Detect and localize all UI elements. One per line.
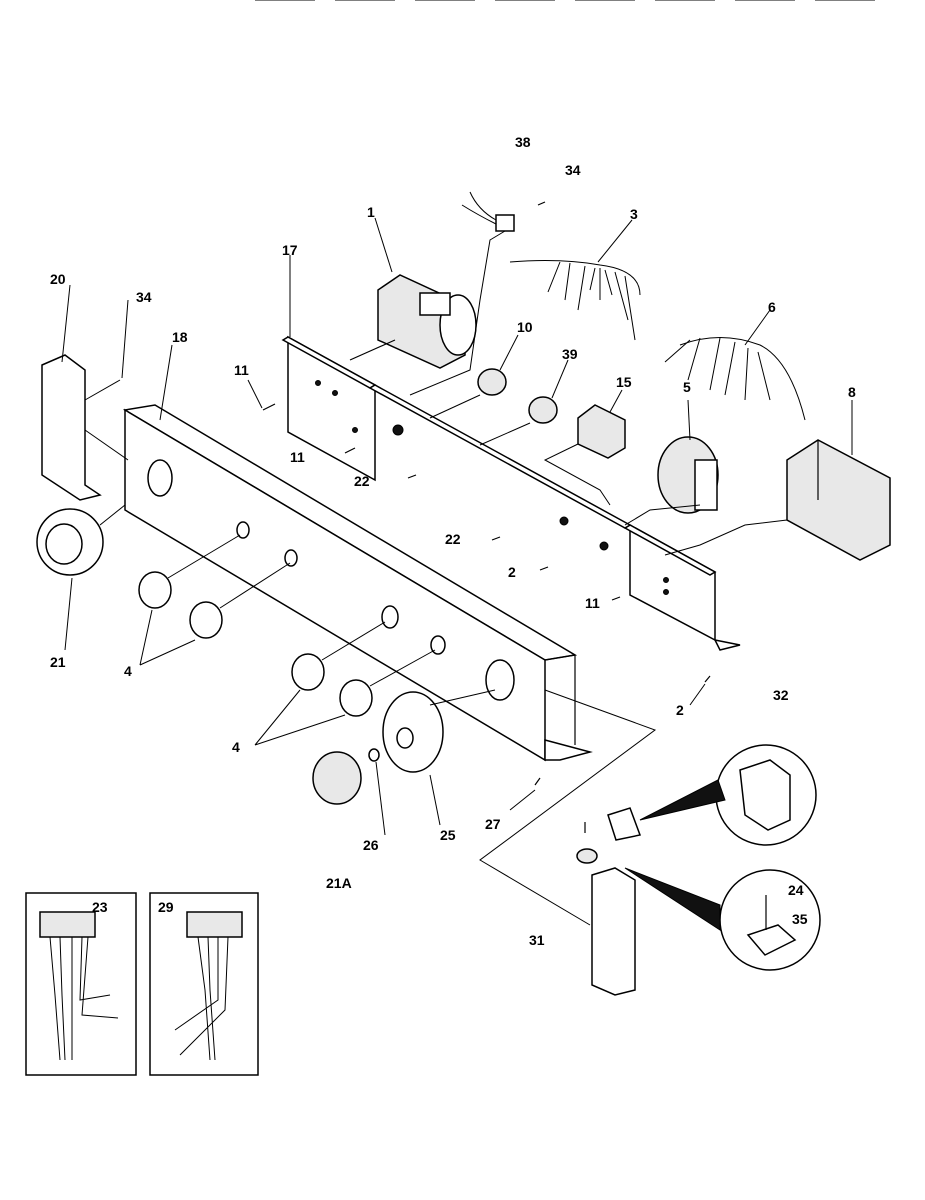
label-10: 10 — [517, 319, 533, 335]
knobs-4 — [138, 534, 436, 746]
label-4-b: 4 — [232, 739, 240, 755]
label-15: 15 — [616, 374, 632, 390]
label-34: 34 — [565, 162, 581, 178]
part-10 — [477, 368, 507, 396]
label-34-left: 34 — [136, 289, 152, 305]
end-bracket — [623, 523, 741, 651]
label-18: 18 — [172, 329, 188, 345]
label-2-b: 2 — [676, 702, 684, 718]
label-32: 32 — [773, 687, 789, 703]
timer-part — [349, 274, 477, 369]
label-29: 29 — [158, 899, 174, 915]
part-15 — [543, 404, 626, 506]
label-21: 21 — [50, 654, 66, 670]
label-2: 2 — [508, 564, 516, 580]
label-31: 31 — [529, 932, 545, 948]
bracket-20 — [41, 354, 129, 501]
label-38: 38 — [515, 134, 531, 150]
control-panel — [122, 404, 593, 762]
label-8: 8 — [848, 384, 856, 400]
screws — [61, 217, 853, 811]
knob-21 — [36, 504, 126, 576]
knob-25 — [312, 689, 496, 836]
label-26: 26 — [363, 837, 379, 853]
label-11: 11 — [234, 362, 249, 378]
detail-callouts — [479, 689, 821, 996]
label-3: 3 — [630, 206, 638, 222]
switch-38 — [409, 191, 546, 396]
part-8 — [664, 439, 891, 561]
label-25: 25 — [440, 827, 456, 843]
label-35: 35 — [792, 911, 808, 927]
label-11-c: 11 — [585, 595, 600, 611]
label-21A: 21A — [326, 875, 352, 891]
label-20: 20 — [50, 271, 66, 287]
part-39 — [528, 396, 558, 424]
label-39: 39 — [562, 346, 578, 362]
label-23: 23 — [92, 899, 108, 915]
label-22-b: 22 — [445, 531, 461, 547]
label-22: 22 — [354, 473, 370, 489]
inset-boxes — [25, 892, 259, 1076]
harness-6 — [664, 337, 806, 421]
label-27: 27 — [485, 816, 501, 832]
label-17: 17 — [282, 242, 298, 258]
label-5: 5 — [683, 379, 691, 395]
label-4: 4 — [124, 663, 132, 679]
label-1: 1 — [367, 204, 375, 220]
label-6: 6 — [768, 299, 776, 315]
harness-3 — [509, 260, 641, 341]
bracket-17 — [281, 335, 377, 482]
pressure-switch-5 — [624, 436, 719, 526]
label-11-b: 11 — [290, 449, 305, 465]
label-24: 24 — [788, 882, 804, 898]
